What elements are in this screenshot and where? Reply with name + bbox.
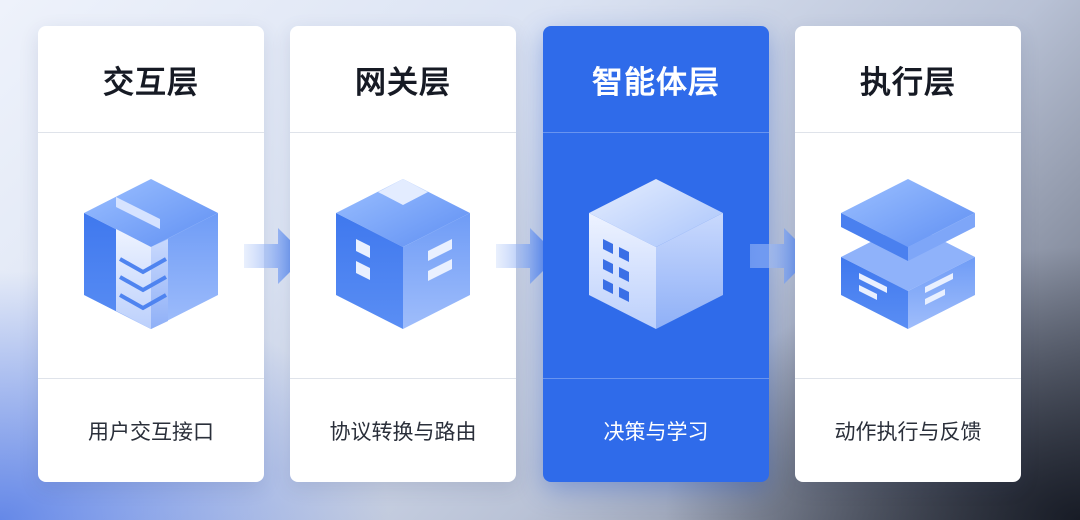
divider [290,132,516,133]
arrow-right-icon [496,228,558,284]
layer-title: 网关层 [355,64,451,101]
server-stack-cube-icon [84,179,218,329]
layer-card-interaction[interactable]: 交互层 用户交互接口 [38,26,264,482]
layer-icon-area [795,133,1021,378]
divider [543,132,769,133]
divider [795,378,1021,379]
layer-description: 决策与学习 [603,419,709,444]
layer-title: 智能体层 [592,64,720,101]
divider [795,132,1021,133]
layer-description: 协议转换与路由 [329,419,477,444]
divider [543,378,769,379]
layer-icon-area [543,133,769,378]
layer-card-gateway[interactable]: 网关层 协议转换与路由 [290,26,516,482]
layer-title: 执行层 [860,64,956,101]
layer-title: 交互层 [103,64,199,101]
layered-execution-cube-icon [841,179,975,329]
layer-icon-area [38,133,264,378]
layer-card-agent[interactable]: 智能体层 决策与学习 [543,26,769,482]
layer-card-execution[interactable]: 执行层 动作执行与反馈 [795,26,1021,482]
gateway-cube-icon [336,179,470,329]
divider [38,378,264,379]
layer-description: 用户交互接口 [88,419,214,444]
divider [38,132,264,133]
divider [290,378,516,379]
layer-icon-area [290,133,516,378]
agent-grid-cube-icon [589,179,723,329]
layer-description: 动作执行与反馈 [834,419,982,444]
